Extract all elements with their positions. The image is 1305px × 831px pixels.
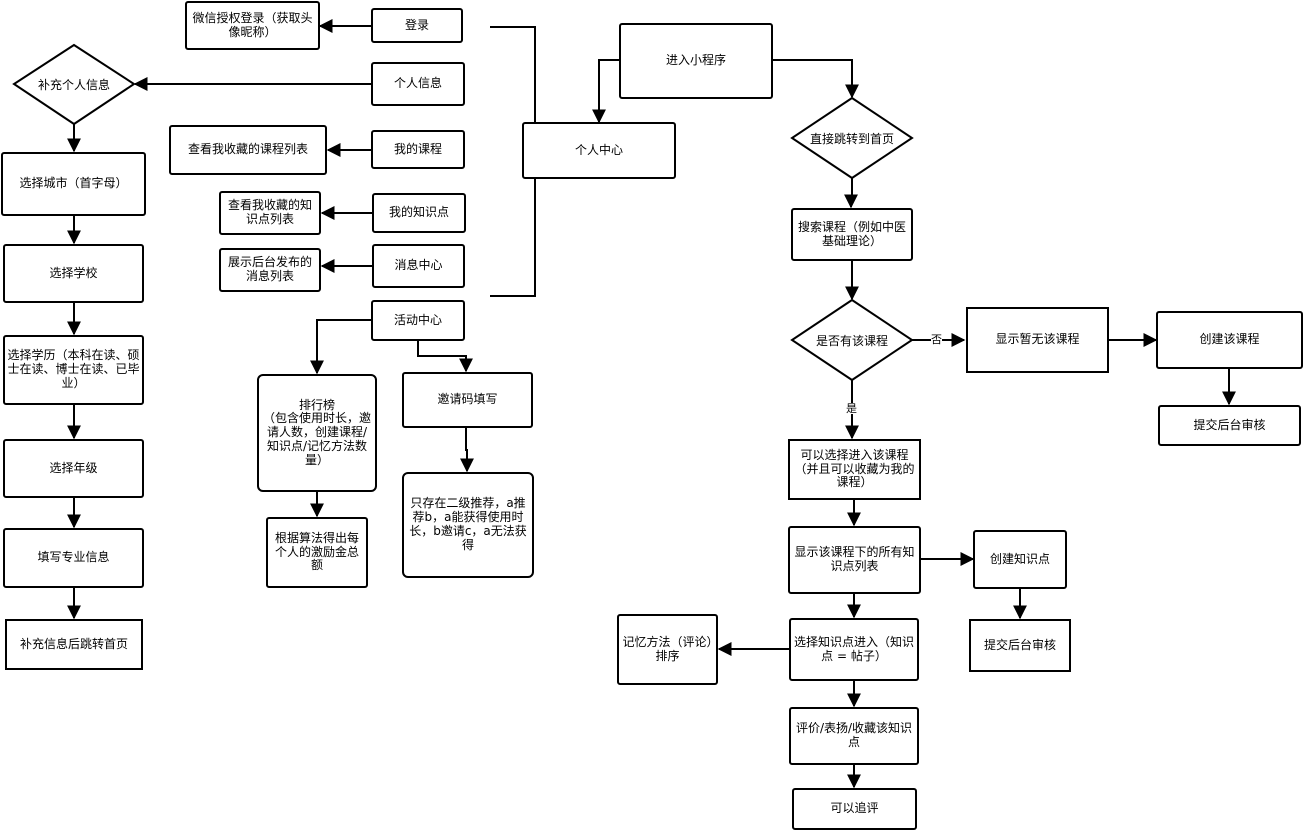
node-create-course: 创建该课程: [1156, 311, 1303, 369]
node-no-course: 显示暂无该课程: [966, 307, 1109, 373]
node-invite-rule: 只存在二级推荐，a推荐b，a能获得使用时长，b邀请c，a无法获得: [402, 472, 534, 578]
node-memory-method: 记忆方法（评论）排序: [617, 614, 718, 685]
node-view-courses: 查看我收藏的课程列表: [169, 125, 327, 175]
node-create-knowledge: 创建知识点: [973, 530, 1067, 589]
node-leaderboard: 排行榜 （包含使用时长，邀请人数，创建课程/知识点/记忆方法数量）: [257, 374, 377, 492]
node-my-knowledge: 我的知识点: [372, 193, 466, 233]
node-reward: 根据算法得出每个人的激励金总额: [266, 517, 368, 588]
node-show-knowledge-list: 显示该课程下的所有知识点列表: [788, 526, 921, 594]
diamond-shapes: [12, 43, 914, 382]
node-submit-knowledge: 提交后台审核: [969, 619, 1071, 672]
node-show-messages: 展示后台发布的消息列表: [219, 248, 321, 292]
node-wechat-auth: 微信授权登录（获取头像昵称）: [185, 1, 320, 50]
node-personal-center: 个人中心: [522, 122, 676, 179]
node-select-knowledge: 选择知识点进入（知识点 = 帖子）: [789, 618, 919, 681]
node-select-school: 选择学校: [3, 244, 144, 303]
edge-enter-personal-center: [592, 59, 620, 124]
edge-activity-invite: [417, 340, 473, 373]
node-select-city: 选择城市（首字母）: [1, 152, 146, 216]
node-personal-info: 个人信息: [371, 62, 465, 106]
node-search: 搜索课程（例如中医基础理论）: [791, 208, 913, 261]
edge-activity-leaderboard: [310, 319, 372, 375]
node-evaluate: 评价/表扬/收藏该知识点: [789, 707, 919, 765]
node-after-supplement: 补充信息后跳转首页: [5, 619, 143, 670]
edge-enter-home: [772, 59, 859, 99]
node-activity-center: 活动中心: [371, 300, 465, 341]
node-supplement-info: 补充个人信息: [37, 77, 110, 92]
node-login: 登录: [371, 8, 463, 43]
node-fill-major: 填写专业信息: [3, 528, 144, 588]
node-message-center: 消息中心: [372, 244, 465, 288]
node-invite-code: 邀请码填写: [402, 372, 533, 428]
node-my-courses: 我的课程: [371, 130, 465, 169]
node-home: 直接跳转到首页: [809, 131, 894, 146]
node-enter-mini-program: 进入小程序: [619, 23, 773, 99]
node-submit-course: 提交后台审核: [1158, 405, 1301, 446]
edge-label-no: 否: [931, 333, 942, 346]
node-view-knowledge: 查看我收藏的知识点列表: [219, 191, 321, 235]
node-select-grade: 选择年级: [3, 439, 144, 498]
node-has-course: 是否有该课程: [815, 333, 888, 348]
node-follow-up: 可以追评: [792, 788, 917, 830]
edge-label-yes: 是: [846, 402, 857, 415]
node-select-degree: 选择学历（本科在读、硕士在读、博士在读、已毕业）: [3, 335, 144, 405]
node-enter-course: 可以选择进入该课程（并且可以收藏为我的课程）: [788, 439, 921, 500]
edge-invite-rule: [460, 427, 474, 473]
edge-home-search: [844, 178, 858, 209]
